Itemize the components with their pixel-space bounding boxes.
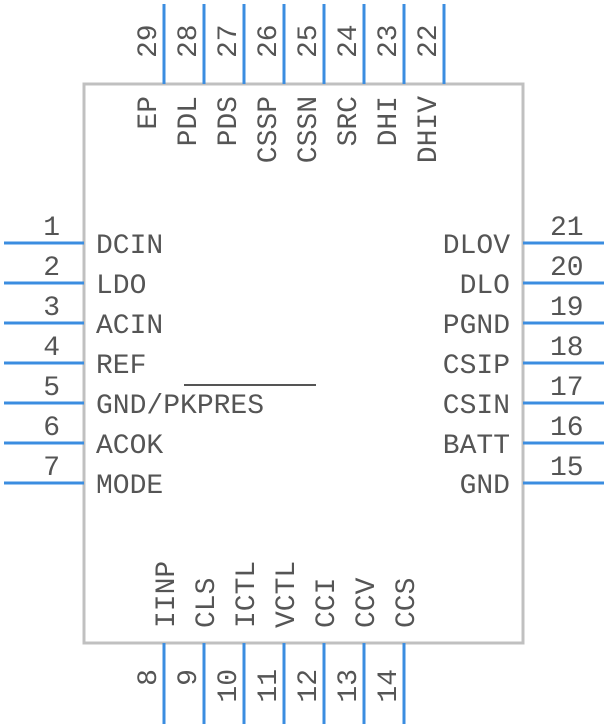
pin-20-number: 20: [550, 253, 584, 284]
pin-5-number: 5: [43, 373, 60, 404]
pin-10-name: ICTL: [232, 561, 263, 628]
pin-29-name: EP: [134, 96, 165, 130]
pin-7-number: 7: [43, 453, 60, 484]
pin-20-name: DLO: [460, 271, 510, 302]
pin-12-name: CCI: [312, 578, 343, 628]
pin-16-name: BATT: [443, 431, 510, 462]
pin-10-number: 10: [214, 669, 245, 703]
pin-5-name: GND/PKPRES: [96, 391, 264, 422]
pin-4-name: REF: [96, 351, 146, 382]
pin-1-number: 1: [43, 213, 60, 244]
pin-2-number: 2: [43, 253, 60, 284]
pin-16-number: 16: [550, 413, 584, 444]
pin-18-number: 18: [550, 333, 584, 364]
pins-bottom-group: 8 IINP 9 CLS 10 ICTL 11 VCTL 12 CCI 13 CCV 14 CCS: [134, 561, 423, 724]
pin-9-number: 9: [174, 669, 205, 686]
pin-17-number: 17: [550, 373, 584, 404]
pin-15-name: GND: [460, 471, 510, 502]
pin-26-name: CSSP: [254, 96, 285, 163]
pin-4-number: 4: [43, 333, 60, 364]
pin-23-name: DHI: [374, 96, 405, 146]
pin-1-name: DCIN: [96, 231, 163, 262]
pin-26-number: 26: [254, 24, 285, 58]
pin-14-number: 14: [374, 669, 405, 703]
pin-22-number: 22: [414, 24, 445, 58]
pin-21-number: 21: [550, 213, 584, 244]
pin-17-name: CSIN: [443, 391, 510, 422]
pin-28-name: PDL: [174, 96, 205, 146]
pin-23-number: 23: [374, 24, 405, 58]
pin-28-number: 28: [174, 24, 205, 58]
pin-14-name: CCS: [392, 578, 423, 628]
pin-9-name: CLS: [192, 578, 223, 628]
pin-19-number: 19: [550, 293, 584, 324]
pin-13-number: 13: [334, 669, 365, 703]
pin-6-number: 6: [43, 413, 60, 444]
pin-7-name: MODE: [96, 471, 163, 502]
pin-15-number: 15: [550, 453, 584, 484]
pin-8-name: IINP: [152, 561, 183, 628]
pin-19-name: PGND: [443, 311, 510, 342]
pin-18-name: CSIP: [443, 351, 510, 382]
pin-2-name: LDO: [96, 271, 146, 302]
pin-3-name: ACIN: [96, 311, 163, 342]
pin-22-name: DHIV: [414, 96, 445, 163]
pin-12-number: 12: [294, 669, 325, 703]
pin-8-number: 8: [134, 669, 165, 686]
pin-25-name: CSSN: [294, 96, 325, 163]
pin-21-name: DLOV: [443, 231, 510, 262]
pin-27-name: PDS: [214, 96, 245, 146]
pin-11-name: VCTL: [272, 561, 303, 628]
pin-24-name: SRC: [334, 96, 365, 146]
pin-27-number: 27: [214, 24, 245, 58]
pin-11-number: 11: [254, 669, 285, 703]
pin-24-number: 24: [334, 24, 365, 58]
pin-6-name: ACOK: [96, 431, 163, 462]
pin-29-number: 29: [134, 24, 165, 58]
pin-13-name: CCV: [352, 577, 383, 628]
pin-3-number: 3: [43, 293, 60, 324]
pin-25-number: 25: [294, 24, 325, 58]
